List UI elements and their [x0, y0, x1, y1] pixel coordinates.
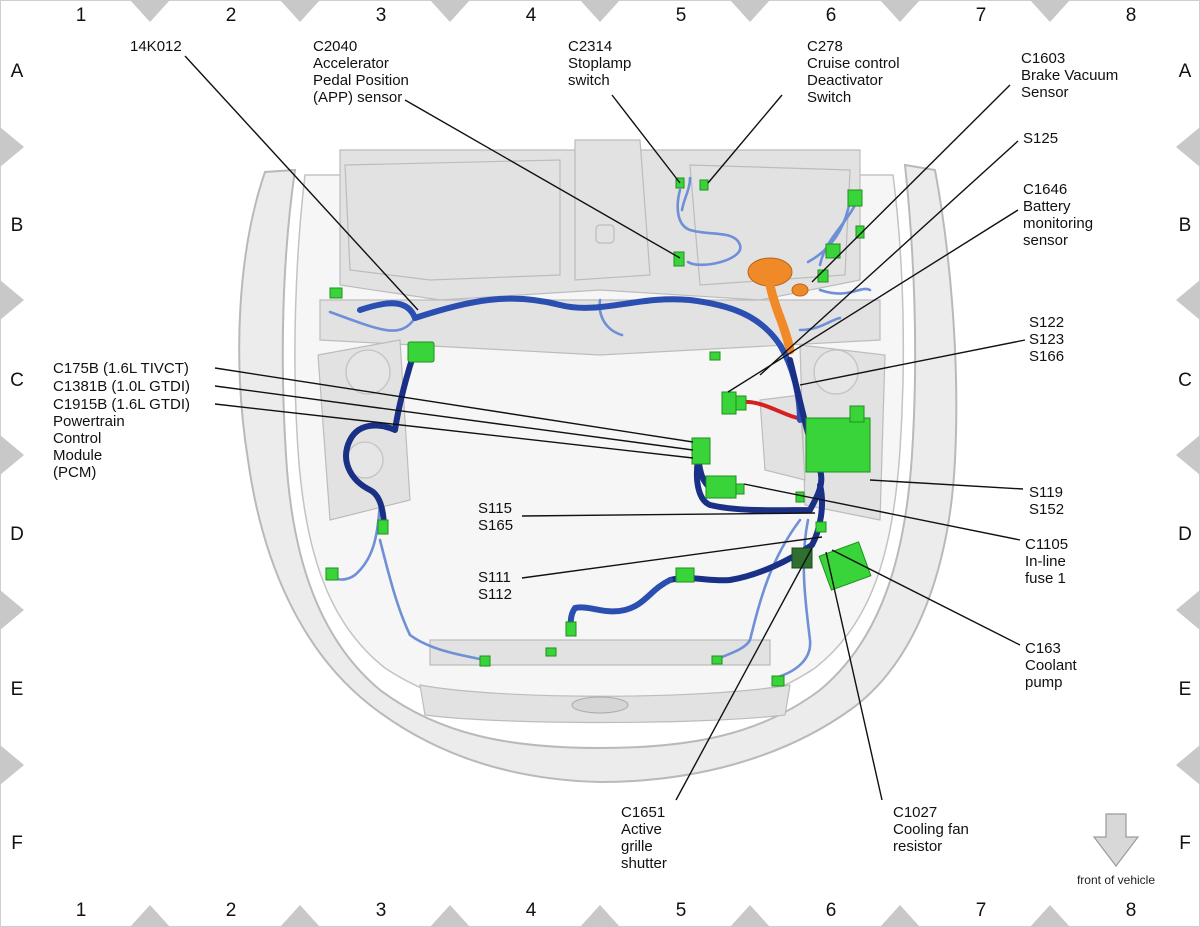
brake-booster-hose — [747, 257, 809, 355]
row-e-right: E — [1179, 679, 1192, 700]
label-c1646: C1646 Battery monitoring sensor — [1023, 181, 1097, 249]
label-s115-s165: S115 S165 — [478, 500, 516, 534]
col-1-top: 1 — [76, 5, 87, 26]
label-s125: S125 — [1023, 130, 1058, 147]
row-c-left: C — [10, 370, 24, 391]
label-s119-s152: S119 S152 — [1029, 484, 1067, 518]
label-c1651: C1651 Active grille shutter — [621, 804, 669, 872]
leader-lines — [184, 55, 1026, 801]
label-c2314: C2314 Stoplamp switch — [568, 38, 636, 89]
down-arrow-icon — [1092, 813, 1140, 867]
label-pcm: C175B (1.6L TIVCT) C1381B (1.0L GTDI) C1… — [53, 360, 194, 481]
row-b-left: B — [11, 215, 24, 236]
col-2-bottom: 2 — [226, 900, 237, 921]
col-3-top: 3 — [376, 5, 387, 26]
label-14k012: 14K012 — [130, 38, 182, 55]
row-f-right: F — [1179, 833, 1191, 854]
col-4-bottom: 4 — [526, 900, 537, 921]
label-c278: C278 Cruise control Deactivator Switch — [807, 38, 904, 106]
col-7-top: 7 — [976, 5, 987, 26]
label-s111-s112: S111 S112 — [478, 569, 515, 603]
row-letters-right: A B C D E F — [1178, 61, 1192, 854]
col-2-top: 2 — [226, 5, 237, 26]
label-c1603: C1603 Brake Vacuum Sensor — [1021, 50, 1122, 101]
row-d-left: D — [10, 524, 24, 545]
front-of-vehicle-indicator: front of vehicle — [1077, 813, 1155, 887]
col-6-top: 6 — [826, 5, 837, 26]
callout-labels: 14K012 C2040 Accelerator Pedal Position … — [53, 38, 1122, 872]
row-f-left: F — [11, 833, 23, 854]
col-5-bottom: 5 — [676, 900, 687, 921]
col-7-bottom: 7 — [976, 900, 987, 921]
label-c1105: C1105 In-line fuse 1 — [1025, 536, 1072, 587]
col-8-bottom: 8 — [1126, 900, 1137, 921]
label-c163: C163 Coolant pump — [1025, 640, 1081, 691]
row-d-right: D — [1178, 524, 1192, 545]
row-e-left: E — [11, 679, 24, 700]
col-5-top: 5 — [676, 5, 687, 26]
label-s122-s123-s166: S122 S123 S166 — [1029, 314, 1068, 365]
front-of-vehicle-label: front of vehicle — [1077, 873, 1155, 887]
label-c1027: C1027 Cooling fan resistor — [893, 804, 973, 855]
row-letters-left: A B C D E F — [10, 61, 24, 854]
col-6-bottom: 6 — [826, 900, 837, 921]
connectors — [325, 177, 872, 687]
col-8-top: 8 — [1126, 5, 1137, 26]
row-b-right: B — [1179, 215, 1192, 236]
row-a-left: A — [11, 61, 24, 82]
col-4-top: 4 — [526, 5, 537, 26]
col-3-bottom: 3 — [376, 900, 387, 921]
column-numbers-top: 1 2 3 4 5 6 7 8 — [76, 5, 1137, 26]
row-a-right: A — [1179, 61, 1192, 82]
label-c2040: C2040 Accelerator Pedal Position (APP) s… — [313, 38, 413, 106]
column-numbers-bottom: 1 2 3 4 5 6 7 8 — [76, 900, 1137, 921]
col-1-bottom: 1 — [76, 900, 87, 921]
row-c-right: C — [1178, 370, 1192, 391]
